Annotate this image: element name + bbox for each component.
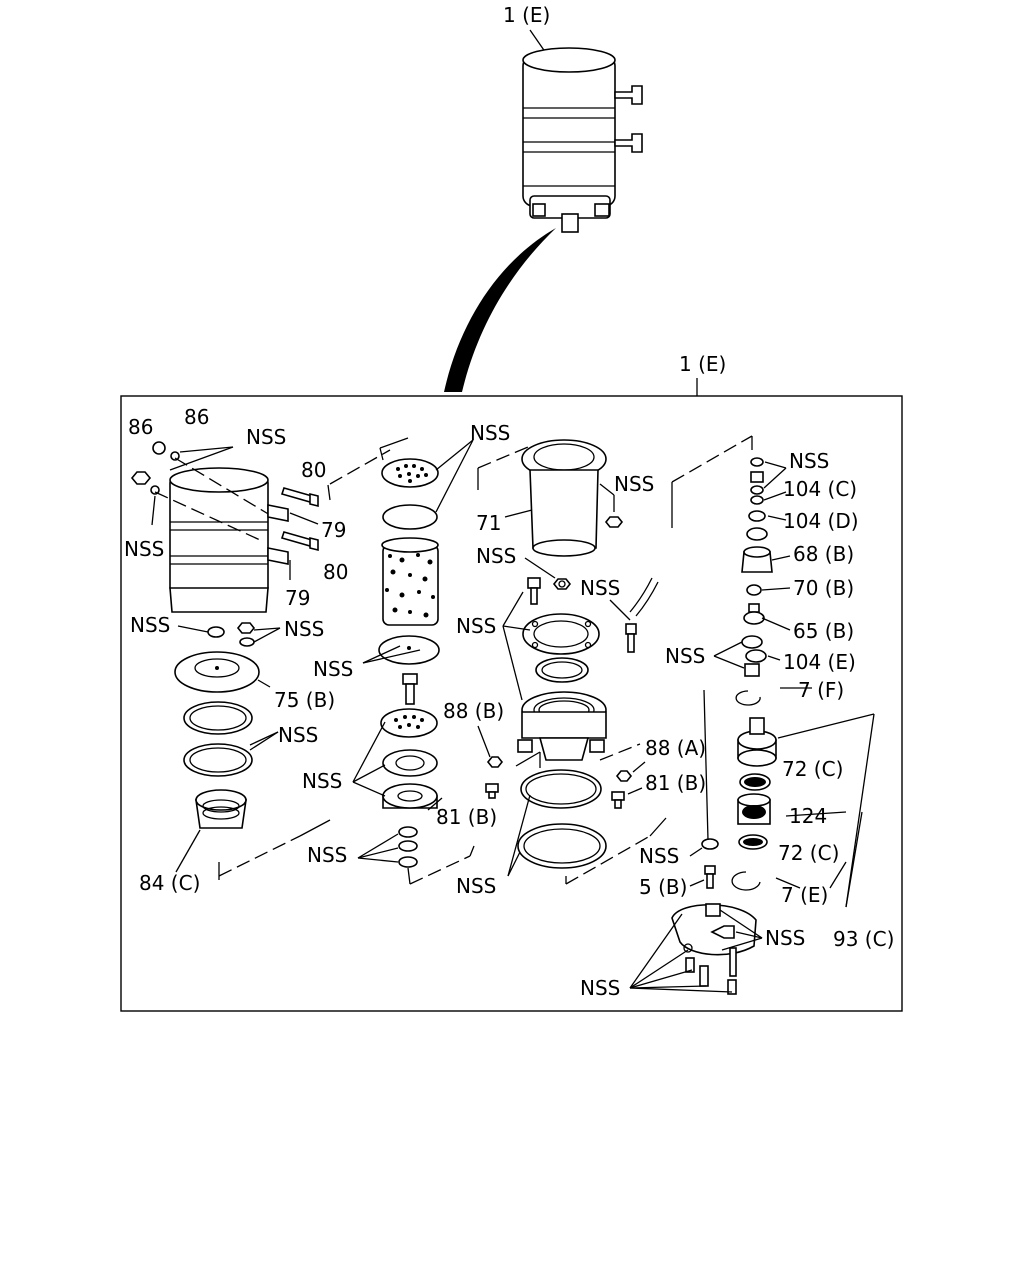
callout-nss-4: NSS [284, 617, 324, 641]
callout-nss-14: NSS [456, 874, 496, 898]
callout-70b: 70 (B) [793, 576, 854, 600]
callout-72c-b: 72 (C) [778, 841, 839, 865]
callout-93c: 93 (C) [833, 927, 894, 951]
callout-80-a: 80 [301, 458, 326, 482]
filter-element-group [327, 437, 475, 885]
callout-nss-9: NSS [470, 421, 510, 445]
assembly-overview-illustration: 1 (E) [444, 3, 643, 392]
callout-nss-12: NSS [580, 576, 620, 600]
callout-nss-11: NSS [476, 544, 516, 568]
callout-86-b: 86 [184, 405, 209, 429]
callout-88a: 88 (A) [645, 736, 706, 760]
callout-nss-16: NSS [665, 644, 705, 668]
callout-72c-a: 72 (C) [782, 757, 843, 781]
callout-nss-13: NSS [456, 614, 496, 638]
callout-labels: 86 86 NSS NSS 80 79 80 79 NSS NSS 75 (B)… [124, 405, 894, 1000]
detail-frame [120, 395, 903, 1012]
callout-79-a: 79 [321, 518, 346, 542]
callout-65b: 65 (B) [793, 619, 854, 643]
callout-nss-19: NSS [580, 976, 620, 1000]
callout-88b: 88 (B) [443, 699, 504, 723]
callout-7f: 7 (F) [798, 678, 844, 702]
callout-124: 124 [789, 804, 827, 828]
callout-71: 71 [476, 511, 501, 535]
callout-nss-3: NSS [130, 613, 170, 637]
callout-104e: 104 (E) [783, 650, 856, 674]
callout-84c: 84 (C) [139, 871, 200, 895]
callout-7e: 7 (E) [781, 883, 828, 907]
right-valve-group [629, 435, 875, 995]
callout-nss-10: NSS [614, 472, 654, 496]
callout-5b: 5 (B) [639, 875, 687, 899]
callout-80-b: 80 [323, 560, 348, 584]
callout-81b-left: 81 (B) [436, 805, 497, 829]
callout-nss-7: NSS [302, 769, 342, 793]
callout-75b: 75 (B) [274, 688, 335, 712]
callout-79-b: 79 [285, 586, 310, 610]
callout-81b-right: 81 (B) [645, 771, 706, 795]
callout-nss-8: NSS [307, 843, 347, 867]
center-bowl-group [477, 439, 709, 885]
callout-68b: 68 (B) [793, 542, 854, 566]
callout-nss-2: NSS [124, 537, 164, 561]
frame-label: 1 (E) [679, 352, 726, 376]
assembly-top-label: 1 (E) [503, 3, 550, 27]
callout-104d: 104 (D) [783, 509, 859, 533]
callout-nss-17: NSS [639, 844, 679, 868]
left-housing-group [130, 441, 331, 880]
callout-nss-18: NSS [765, 926, 805, 950]
callout-nss-5: NSS [278, 723, 318, 747]
callout-86-a: 86 [128, 415, 153, 439]
callout-nss-1: NSS [246, 425, 286, 449]
callout-104c: 104 (C) [783, 477, 857, 501]
callout-nss-15: NSS [789, 449, 829, 473]
callout-nss-6: NSS [313, 657, 353, 681]
